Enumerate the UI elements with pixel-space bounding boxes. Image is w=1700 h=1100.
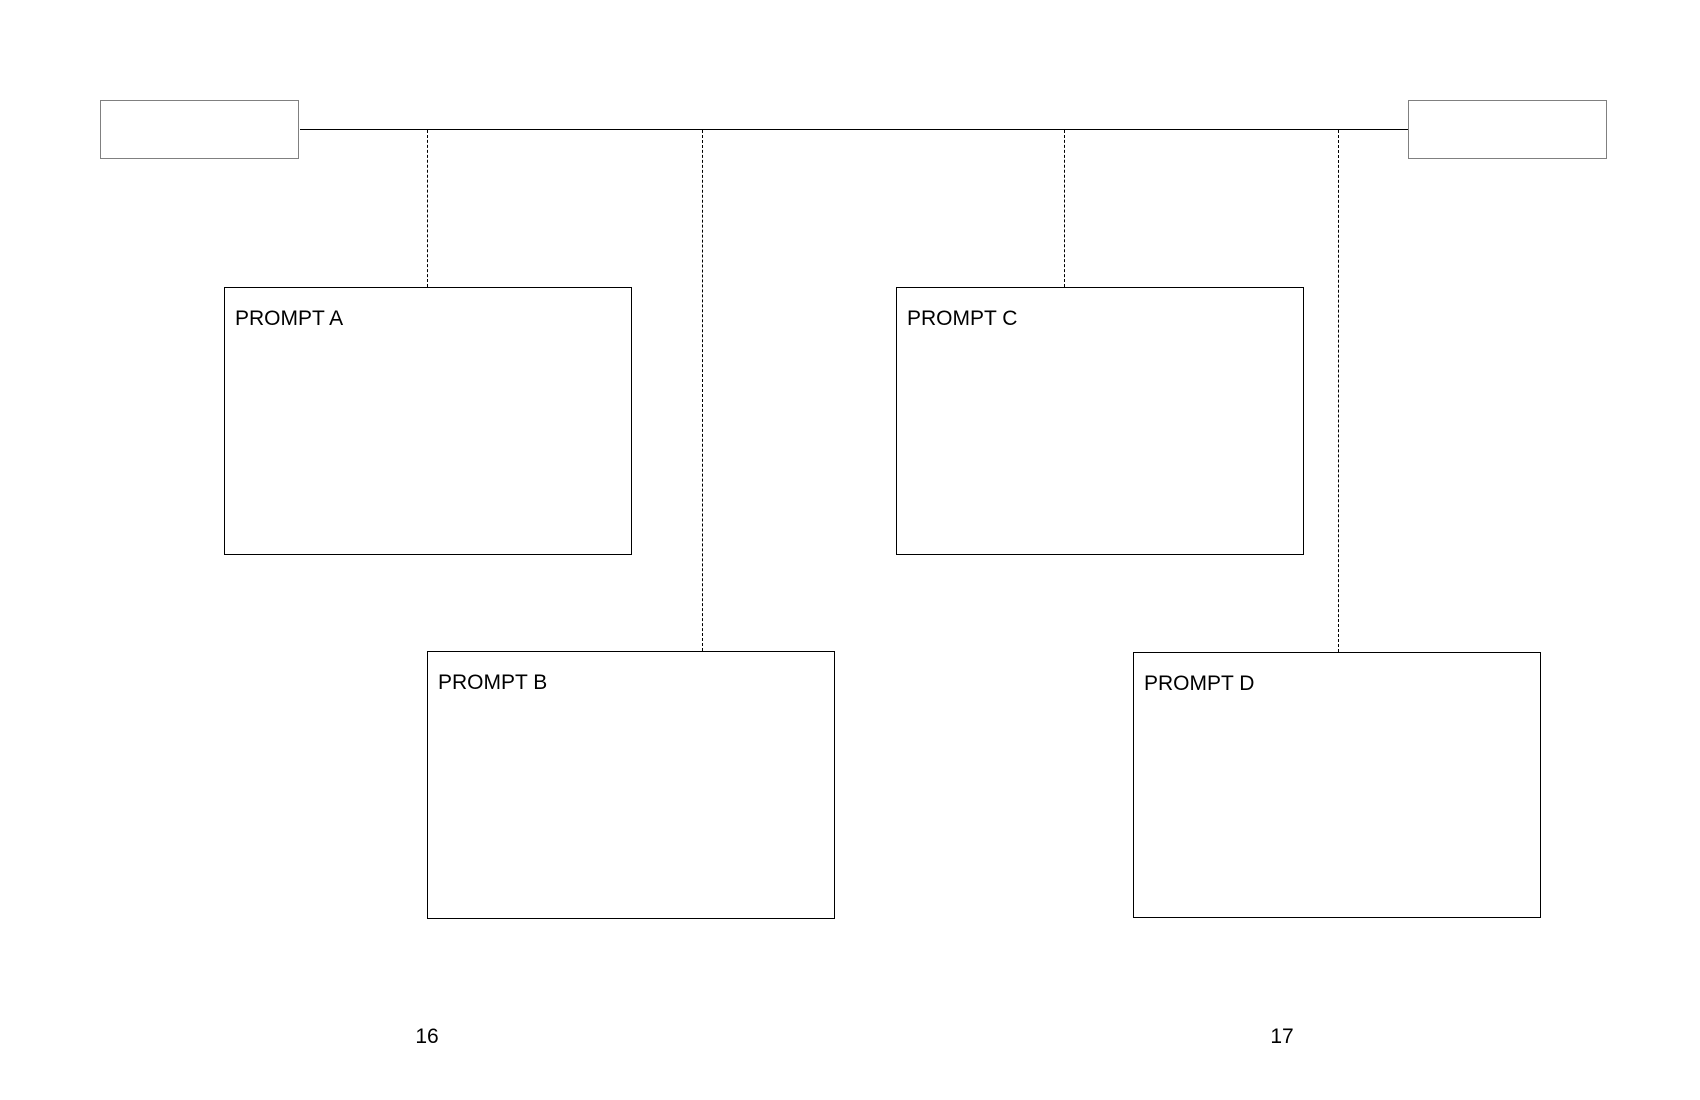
page-number-right: 17 — [1270, 1025, 1294, 1048]
timeline-end-box — [1408, 100, 1607, 159]
connector-prompt-c — [1064, 130, 1065, 287]
prompt-c-label: PROMPT C — [907, 307, 1018, 330]
timeline-start-box — [100, 100, 299, 159]
timeline-line — [300, 129, 1409, 130]
connector-prompt-d — [1338, 130, 1339, 652]
prompt-d-label: PROMPT D — [1144, 672, 1255, 695]
prompt-d-box: PROMPT D — [1133, 652, 1541, 918]
connector-prompt-a — [427, 130, 428, 287]
prompt-c-box: PROMPT C — [896, 287, 1304, 555]
prompt-b-box: PROMPT B — [427, 651, 835, 919]
prompt-a-label: PROMPT A — [235, 307, 344, 330]
prompt-b-label: PROMPT B — [438, 671, 548, 694]
page-number-left: 16 — [415, 1025, 439, 1048]
prompt-a-box: PROMPT A — [224, 287, 632, 555]
connector-prompt-b — [702, 130, 703, 651]
